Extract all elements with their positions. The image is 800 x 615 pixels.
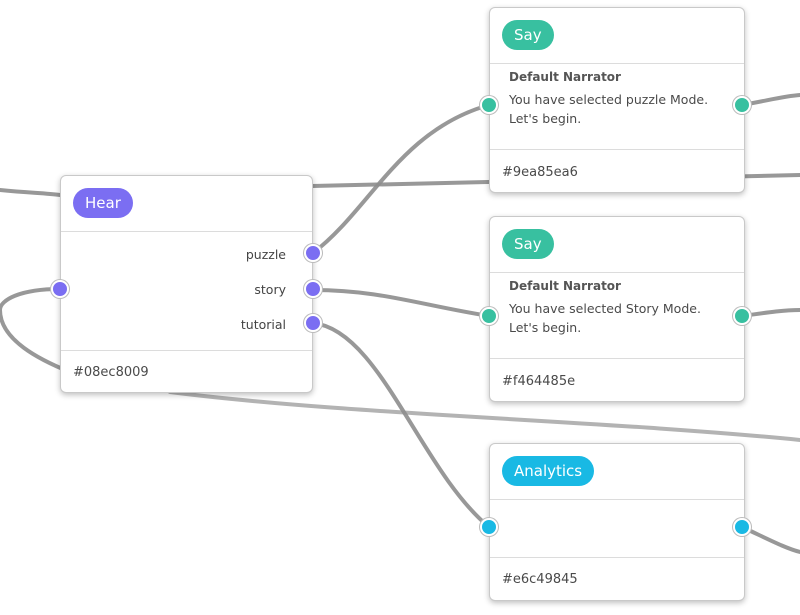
speaker-name: Default Narrator — [509, 70, 621, 84]
analytics-node[interactable]: Analytics #e6c49845 — [489, 443, 745, 601]
hear-output-port-story[interactable] — [304, 280, 322, 298]
dialogue-line-2: Let's begin. — [509, 111, 582, 126]
analytics-output-port[interactable] — [733, 518, 751, 536]
hear-output-port-tutorial[interactable] — [304, 314, 322, 332]
wire-analytics-out — [740, 525, 800, 554]
say-puzzle-output-port[interactable] — [733, 96, 751, 114]
wire-incoming-top — [0, 188, 62, 197]
say-title-badge: Say — [502, 20, 554, 50]
divider — [490, 499, 744, 500]
speaker-name: Default Narrator — [509, 279, 621, 293]
say-node-story[interactable]: Say Default Narrator You have selected S… — [489, 216, 745, 402]
divider — [61, 350, 312, 351]
output-label-puzzle: puzzle — [245, 247, 286, 262]
divider — [490, 272, 744, 273]
dialogue-line-1: You have selected puzzle Mode. — [509, 92, 709, 107]
say-title-badge: Say — [502, 229, 554, 259]
dialogue-line-2: Let's begin. — [509, 320, 582, 335]
divider — [61, 231, 312, 232]
wire-puzzle-to-say1 — [311, 103, 491, 255]
node-id: #e6c49845 — [502, 572, 578, 587]
hear-title-badge: Hear — [73, 188, 133, 218]
say-story-input-port[interactable] — [480, 307, 498, 325]
analytics-title-badge: Analytics — [502, 456, 595, 486]
hear-node-header: Hear — [61, 176, 312, 233]
analytics-input-port[interactable] — [480, 518, 498, 536]
dialogue-line-1: You have selected Story Mode. — [509, 301, 701, 316]
say-puzzle-input-port[interactable] — [480, 96, 498, 114]
say-node-header: Say — [490, 217, 744, 274]
hear-output-port-puzzle[interactable] — [304, 244, 322, 262]
wire-incoming-left — [0, 287, 72, 374]
wire-bottom-long — [168, 390, 800, 442]
output-label-tutorial: tutorial — [240, 317, 286, 332]
wire-story-to-say2 — [311, 288, 491, 318]
say-story-output-port[interactable] — [733, 307, 751, 325]
say-node-puzzle[interactable]: Say Default Narrator You have selected p… — [489, 7, 745, 193]
node-id: #f464485e — [502, 374, 576, 389]
divider — [490, 149, 744, 150]
divider — [490, 557, 744, 558]
divider — [490, 358, 744, 359]
divider — [490, 63, 744, 64]
hear-node[interactable]: Hear puzzle story tutorial #08ec8009 — [60, 175, 313, 393]
hear-input-port[interactable] — [51, 280, 69, 298]
output-label-story: story — [254, 282, 286, 297]
wire-tutorial-to-analytics — [311, 321, 491, 529]
say-node-header: Say — [490, 8, 744, 65]
analytics-node-header: Analytics — [490, 444, 744, 501]
node-id: #08ec8009 — [73, 365, 149, 380]
node-id: #9ea85ea6 — [502, 165, 578, 180]
